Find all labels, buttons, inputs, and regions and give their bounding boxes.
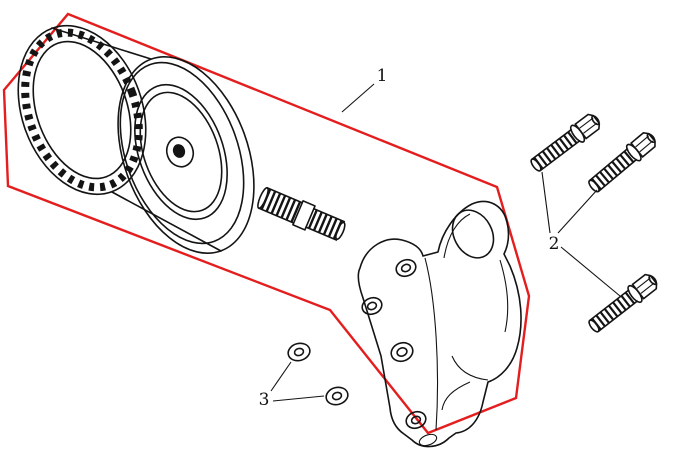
callout-1-leader	[341, 83, 375, 113]
oil-filter-face	[117, 56, 255, 254]
callout-1: 1	[341, 66, 388, 113]
filter-body-bottom-edge	[111, 191, 222, 252]
callout-2-label: 2	[549, 234, 560, 254]
fitting-collar	[292, 200, 316, 231]
oil-filter	[17, 24, 255, 254]
threaded-fitting	[257, 187, 346, 241]
callout-3-leader-b	[272, 395, 325, 402]
callout-2-leader-c	[560, 246, 621, 297]
housing-hook-loop	[451, 209, 495, 259]
filter-center-port	[165, 136, 195, 168]
housing-foot	[418, 433, 438, 447]
fitting-thread-texture	[260, 189, 302, 223]
housing-flange-edge	[424, 257, 439, 431]
callout-1-label: 1	[377, 66, 388, 86]
sealing-washer-2	[325, 386, 349, 406]
sealing-washer-1	[287, 342, 311, 362]
filter-body-top-edge	[51, 27, 152, 60]
callout-3-leader-a	[270, 361, 292, 392]
callout-3: 3	[259, 361, 325, 410]
filter-housing-bracket	[357, 200, 522, 448]
callout-3-label: 3	[259, 390, 270, 410]
callout-2-leader-b	[557, 189, 598, 234]
housing-bolt-holes	[361, 258, 427, 430]
callout-2: 2	[541, 171, 621, 297]
housing-outer-outline	[357, 200, 522, 448]
callout-2-leader-a	[541, 171, 551, 234]
